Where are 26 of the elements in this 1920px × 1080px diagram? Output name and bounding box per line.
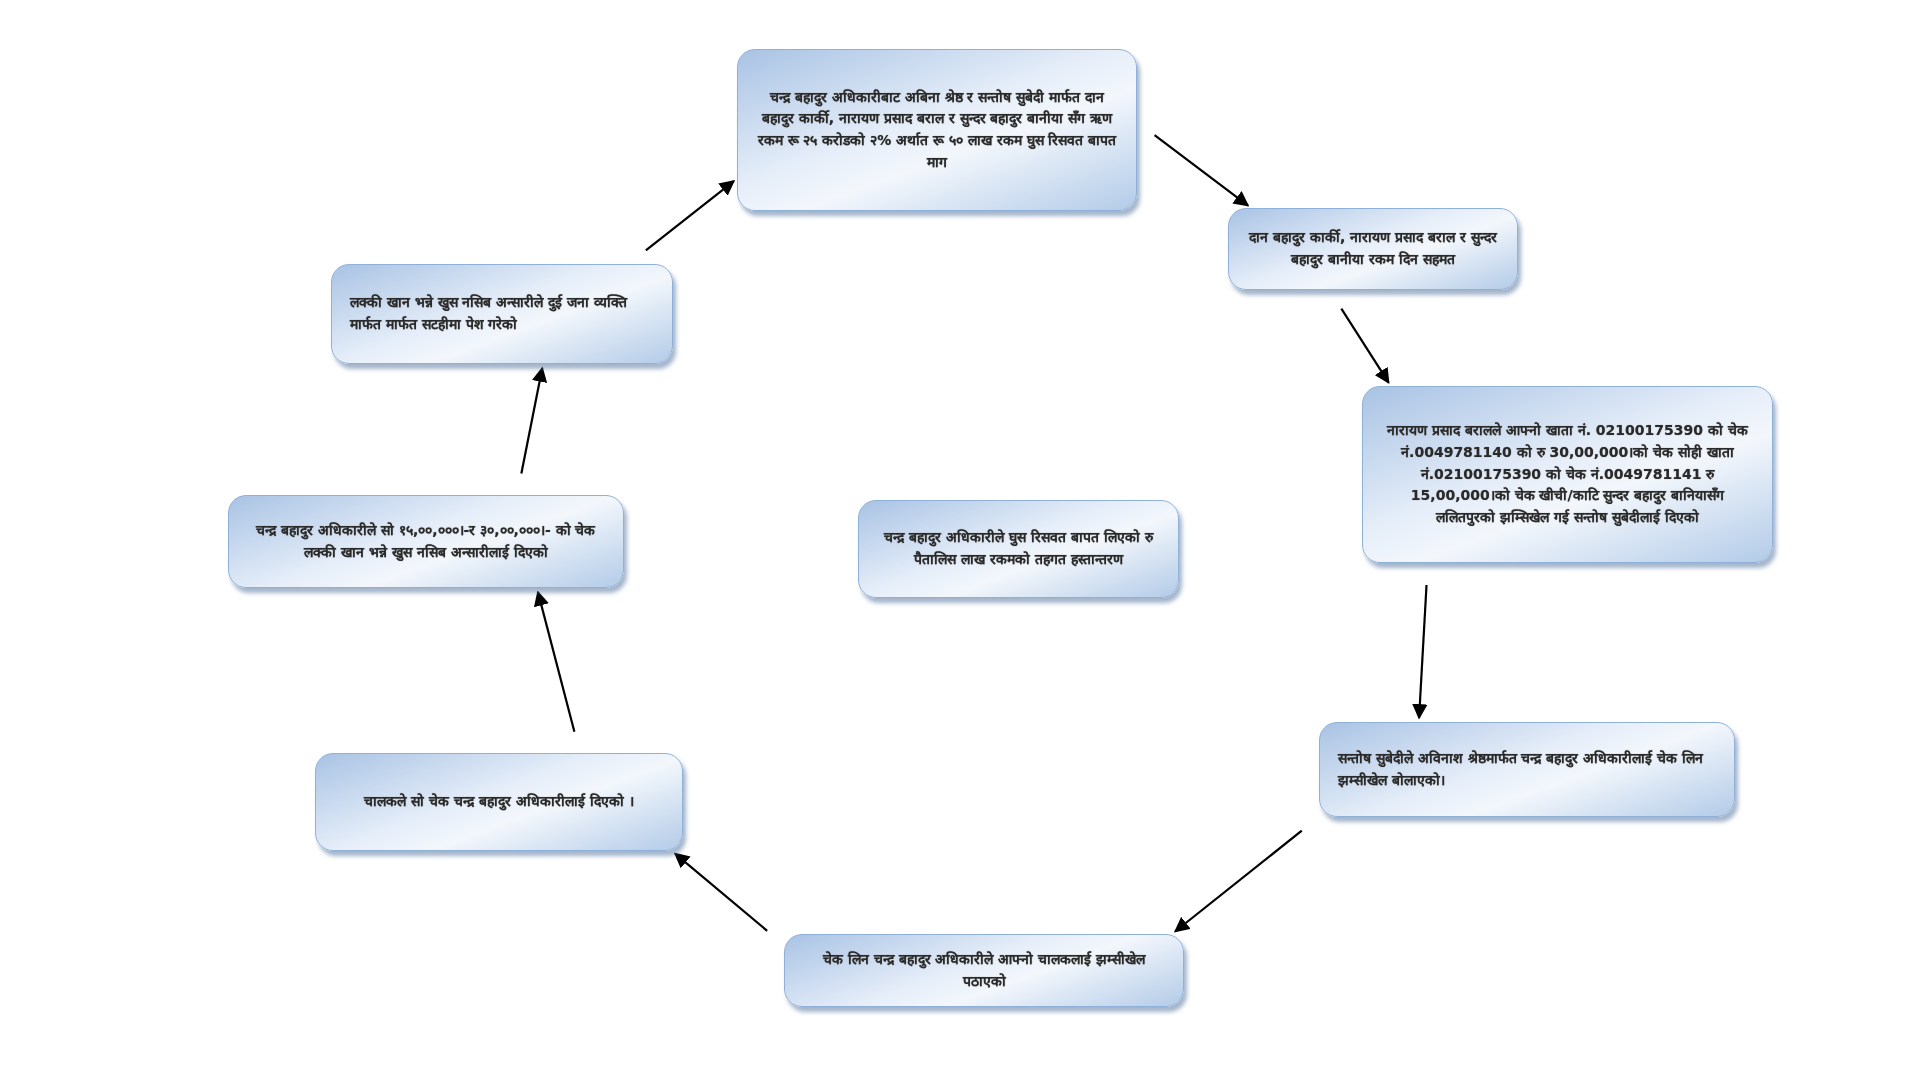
box-text: चन्द्र बहादुर अधिकारीबाट अबिना श्रेष्ठ र सन्तोष सुबेदी मार्फत दान बहादुर कार्की, नारायण प्रसाद बराल र सुन्दर बहादुर बानीया सँग ऋण रकम रू २५ करोडको २% अर्थात रू ५० लाख रकम घुस रिसवत बापत माग [756, 87, 1118, 172]
box-text: दान बहादुर कार्की, नारायण प्रसाद बराल र सुन्दर बहादुर बानीया रकम दिन सहमत [1247, 228, 1499, 271]
process-box [315, 753, 683, 851]
process-box [858, 500, 1179, 598]
process-box [1228, 208, 1518, 290]
box-text: नारायण प्रसाद बरालले आफ्नो खाता नं. 02100175390 को चेक नं.0049781140 को रु 30,00,000।को चेक सोही खाता नं.02100175390 को चेक नं.0049781141 रु 15,00,000।को चेक खीची/काटि सुन्दर बहादुर बानियासँग ललितपुरको झम्सिखेल गई सन्तोष सुबेदीलाई दिएको [1385, 421, 1750, 528]
arrow [533, 590, 576, 732]
arrow [1173, 829, 1303, 933]
arrow [1340, 307, 1390, 384]
box-text: चन्द्र बहादुर अधिकारीले सो १५,००,०००।-र ३०,००,०००।- को चेक लक्की खान भन्ने खुस नसिब अन्सारीलाई दिएको [254, 520, 597, 563]
process-box [784, 934, 1184, 1007]
box-text: चन्द्र बहादुर अधिकारीले घुस रिसवत बापत लिएको रु पैतालिस लाख रकमको तहगत हस्तान्तरण [882, 528, 1155, 569]
arrow [520, 366, 548, 474]
process-box [228, 495, 624, 588]
arrow [673, 852, 768, 932]
box-text: सन्तोष सुबेदीले अविनाश श्रेष्ठमार्फत चन्द्र बहादुर अधिकारीलाई चेक लिन झम्सीखेल बोलाएको। [1338, 748, 1705, 790]
box-text: चेक लिन चन्द्र बहादुर अधिकारीले आफ्नो चालकलाई झम्सीखेल पठाएको [821, 949, 1147, 991]
process-box [1319, 722, 1735, 817]
arrow [1412, 584, 1428, 720]
box-text: लक्की खान भन्ने खुस नसिब अन्सारीले दुई जना व्यक्ति मार्फत मार्फत सटहीमा पेश गरेको [350, 293, 629, 334]
process-box [737, 49, 1137, 211]
box-text: चालकले सो चेक चन्द्र बहादुर अधिकारीलाई दिएको । [364, 792, 634, 813]
process-box [1362, 386, 1773, 563]
process-box [331, 264, 673, 364]
arrow [1153, 134, 1250, 207]
arrow [645, 180, 736, 252]
